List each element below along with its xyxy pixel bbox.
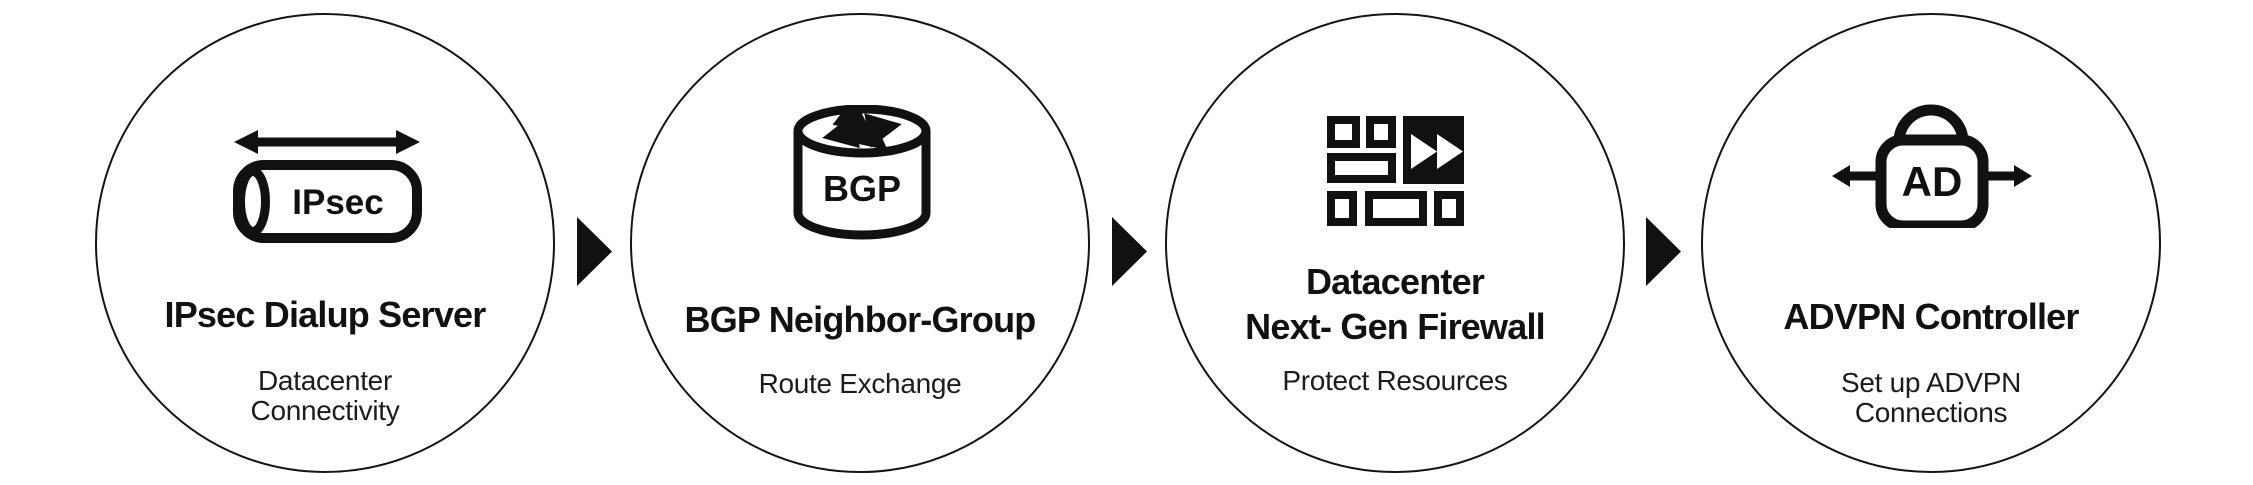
step-subtitle-line: Set up ADVPN (1840, 367, 2022, 398)
step-subtitle-line: Route Exchange (758, 368, 962, 399)
firewall-icon (1327, 116, 1464, 231)
step-title: IPsec Dialup Server (97, 292, 553, 337)
step-subtitle: Route Exchange (632, 369, 1088, 399)
step-title-line: BGP Neighbor-Group (684, 299, 1037, 340)
step-node-datacenter-firewall: Datacenter Next- Gen Firewall Protect Re… (1165, 13, 1625, 473)
step-subtitle: Datacenter Connectivity (97, 366, 553, 426)
step-node-bgp-neighbor-group: BGP BGP Neighbor-Group Route Exchange (630, 13, 1090, 473)
step-subtitle: Protect Resources (1167, 366, 1623, 396)
step-subtitle-line: Protect Resources (1282, 365, 1508, 396)
step-title: BGP Neighbor-Group (632, 297, 1088, 342)
step-title: Datacenter Next- Gen Firewall (1167, 259, 1623, 349)
advpn-lock-icon: AD (1832, 96, 2032, 233)
step-node-advpn-controller: AD ADVPN Controller Set up ADVPN Connect… (1701, 13, 2161, 473)
flow-arrow-right-icon (577, 217, 612, 286)
flow-arrow-right-icon (1646, 217, 1681, 286)
bgp-icon-label: BGP (823, 168, 901, 209)
step-node-ipsec-dialup-server: IPsec IPsec Dialup Server Datacenter Con… (95, 13, 555, 473)
step-title-line: Datacenter (1305, 261, 1485, 302)
step-title-line: Next- Gen Firewall (1245, 306, 1545, 347)
ipsec-icon-label: IPsec (292, 183, 383, 222)
bgp-router-icon: BGP (792, 96, 932, 245)
step-title: ADVPN Controller (1703, 294, 2159, 339)
step-subtitle-line: Connections (1854, 397, 2008, 428)
step-subtitle-line: Datacenter (258, 365, 392, 396)
step-subtitle: Set up ADVPN Connections (1703, 368, 2159, 428)
flow-arrow-right-icon (1112, 217, 1147, 286)
step-title-line: IPsec Dialup Server (164, 294, 487, 335)
step-title-line: ADVPN Controller (1783, 296, 2079, 337)
ipsec-tunnel-icon: IPsec (232, 128, 422, 248)
step-subtitle-line: Connectivity (250, 395, 400, 426)
advpn-icon-label: AD (1902, 158, 1963, 205)
